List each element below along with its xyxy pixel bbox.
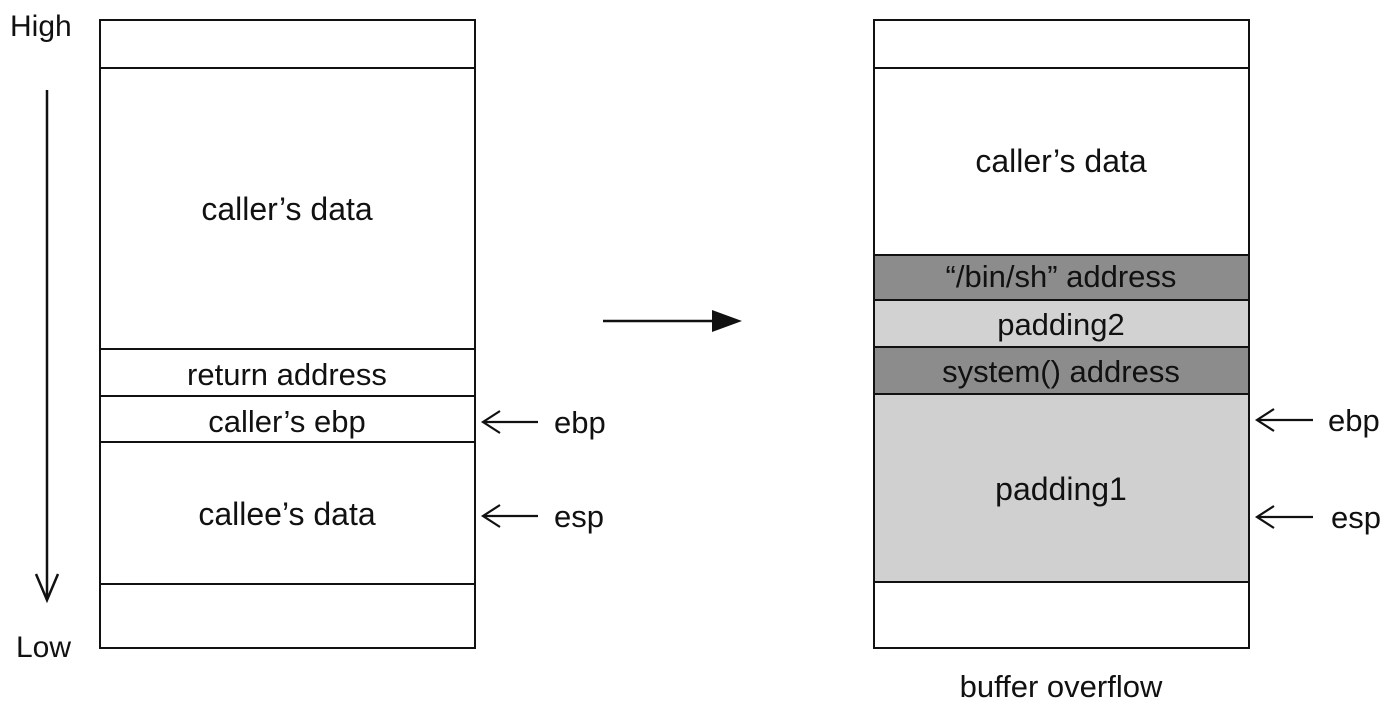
axis-high-label: High	[10, 10, 72, 43]
right-ebp-pointer: ebp	[1254, 403, 1380, 438]
address-direction-arrow-icon	[34, 90, 60, 604]
left-callers-data-label: caller’s data	[201, 191, 373, 227]
right-esp-pointer: esp	[1254, 500, 1381, 535]
system-address-cell	[873, 346, 1250, 395]
left-callees-data-label: callee’s data	[198, 496, 376, 532]
left-stack-frame	[99, 19, 476, 649]
left-ebp-label: ebp	[554, 405, 606, 440]
padding2-label: padding2	[997, 307, 1125, 342]
left-callers-ebp-label: caller’s ebp	[208, 404, 365, 439]
left-stack: caller’s data return address caller’s eb…	[99, 19, 476, 649]
buffer-overflow-caption: buffer overflow	[960, 669, 1163, 704]
transition-arrow-icon	[603, 310, 742, 332]
right-stack: caller’s data “/bin/sh” address padding2…	[873, 19, 1250, 649]
left-esp-pointer: esp	[480, 499, 604, 534]
left-ebp-pointer: ebp	[480, 405, 606, 440]
axis-low-label: Low	[16, 631, 71, 664]
right-ebp-label: ebp	[1328, 403, 1380, 438]
padding1-label: padding1	[995, 471, 1127, 507]
binsh-address-cell	[873, 254, 1250, 301]
left-esp-label: esp	[554, 499, 604, 534]
left-return-address-label: return address	[187, 357, 387, 392]
padding1-cell	[873, 393, 1250, 583]
right-callers-data-label: caller’s data	[975, 143, 1147, 179]
system-address-label: system() address	[942, 354, 1180, 389]
right-esp-label: esp	[1331, 500, 1381, 535]
binsh-address-label: “/bin/sh” address	[946, 259, 1177, 294]
